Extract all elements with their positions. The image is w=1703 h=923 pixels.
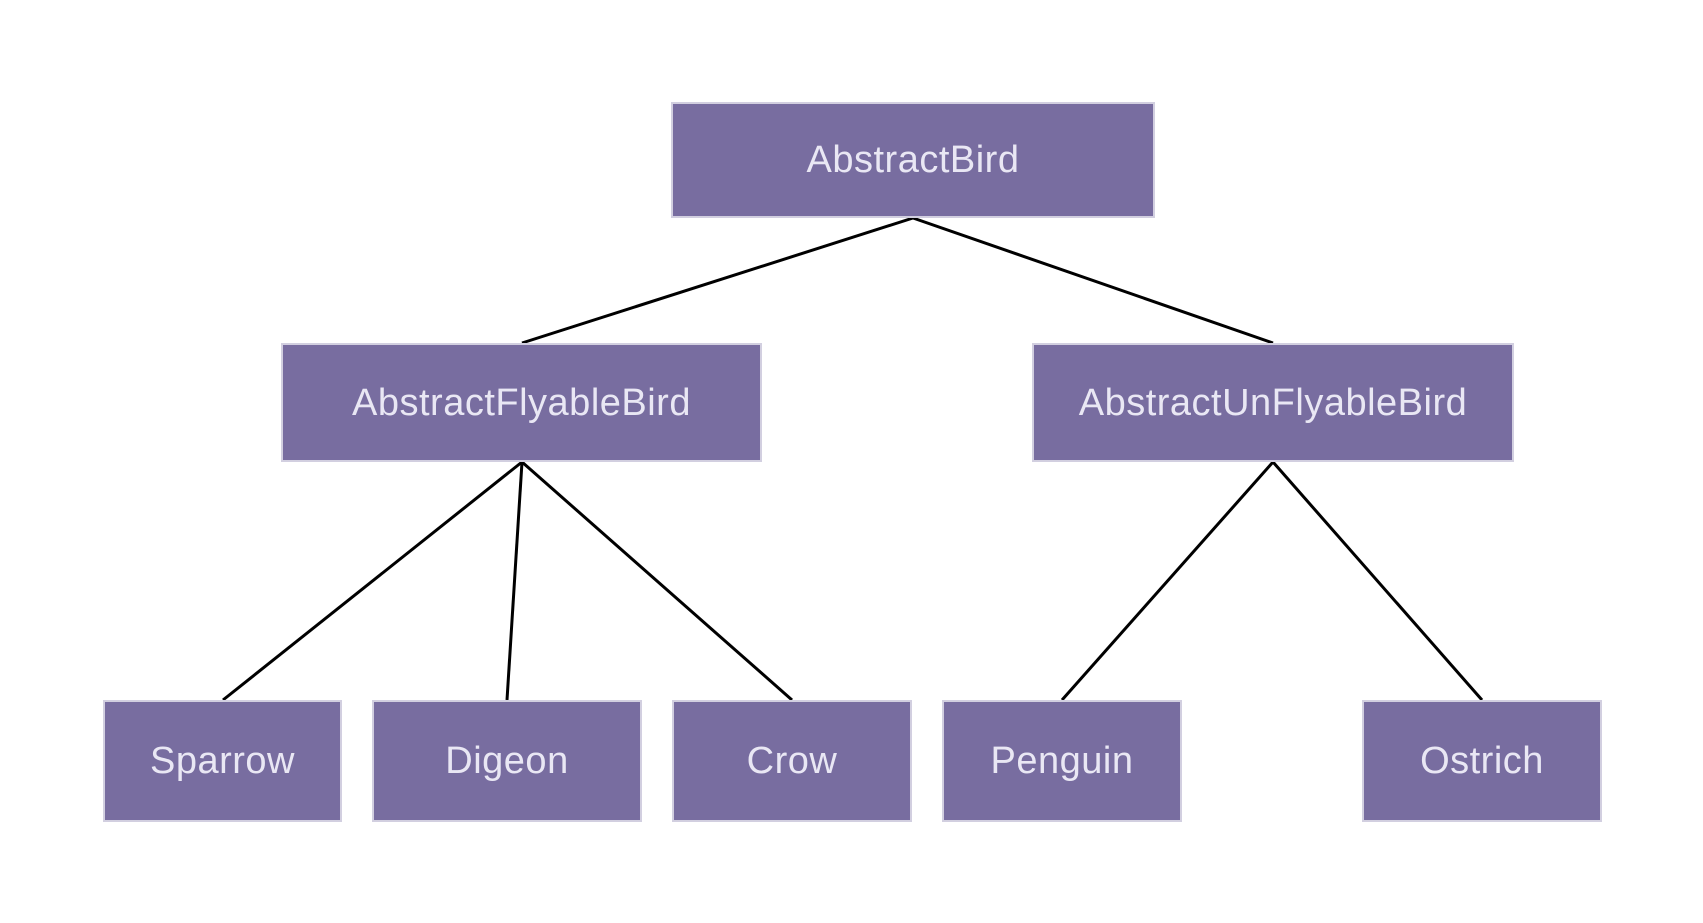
node-abstract-flyable-bird: AbstractFlyableBird (281, 343, 762, 462)
edge-abstractflyablebird-crow (521, 460, 793, 702)
node-abstract-flyable-bird-label: AbstractFlyableBird (352, 381, 691, 424)
node-ostrich: Ostrich (1362, 700, 1602, 822)
node-sparrow: Sparrow (103, 700, 342, 822)
node-crow-label: Crow (746, 740, 838, 782)
edge-abstractunflyablebird-penguin (1060, 461, 1275, 701)
node-abstract-bird: AbstractBird (671, 102, 1155, 218)
edge-abstractbird-abstractunflyablebird (912, 216, 1274, 345)
node-digeon: Digeon (372, 700, 642, 822)
node-abstract-unflyable-bird-label: AbstractUnFlyableBird (1078, 381, 1468, 424)
edge-abstractbird-abstractflyablebird (521, 216, 914, 345)
node-penguin-label: Penguin (990, 740, 1134, 782)
node-digeon-label: Digeon (445, 740, 569, 782)
edge-abstractflyablebird-sparrow (222, 460, 523, 702)
node-abstract-unflyable-bird: AbstractUnFlyableBird (1032, 343, 1514, 462)
node-crow: Crow (672, 700, 912, 822)
edge-abstractunflyablebird-ostrich (1271, 461, 1484, 701)
edge-abstractflyablebird-digeon (505, 461, 524, 701)
node-penguin: Penguin (942, 700, 1182, 822)
node-sparrow-label: Sparrow (150, 740, 295, 782)
node-abstract-bird-label: AbstractBird (806, 139, 1020, 181)
node-ostrich-label: Ostrich (1420, 740, 1544, 782)
